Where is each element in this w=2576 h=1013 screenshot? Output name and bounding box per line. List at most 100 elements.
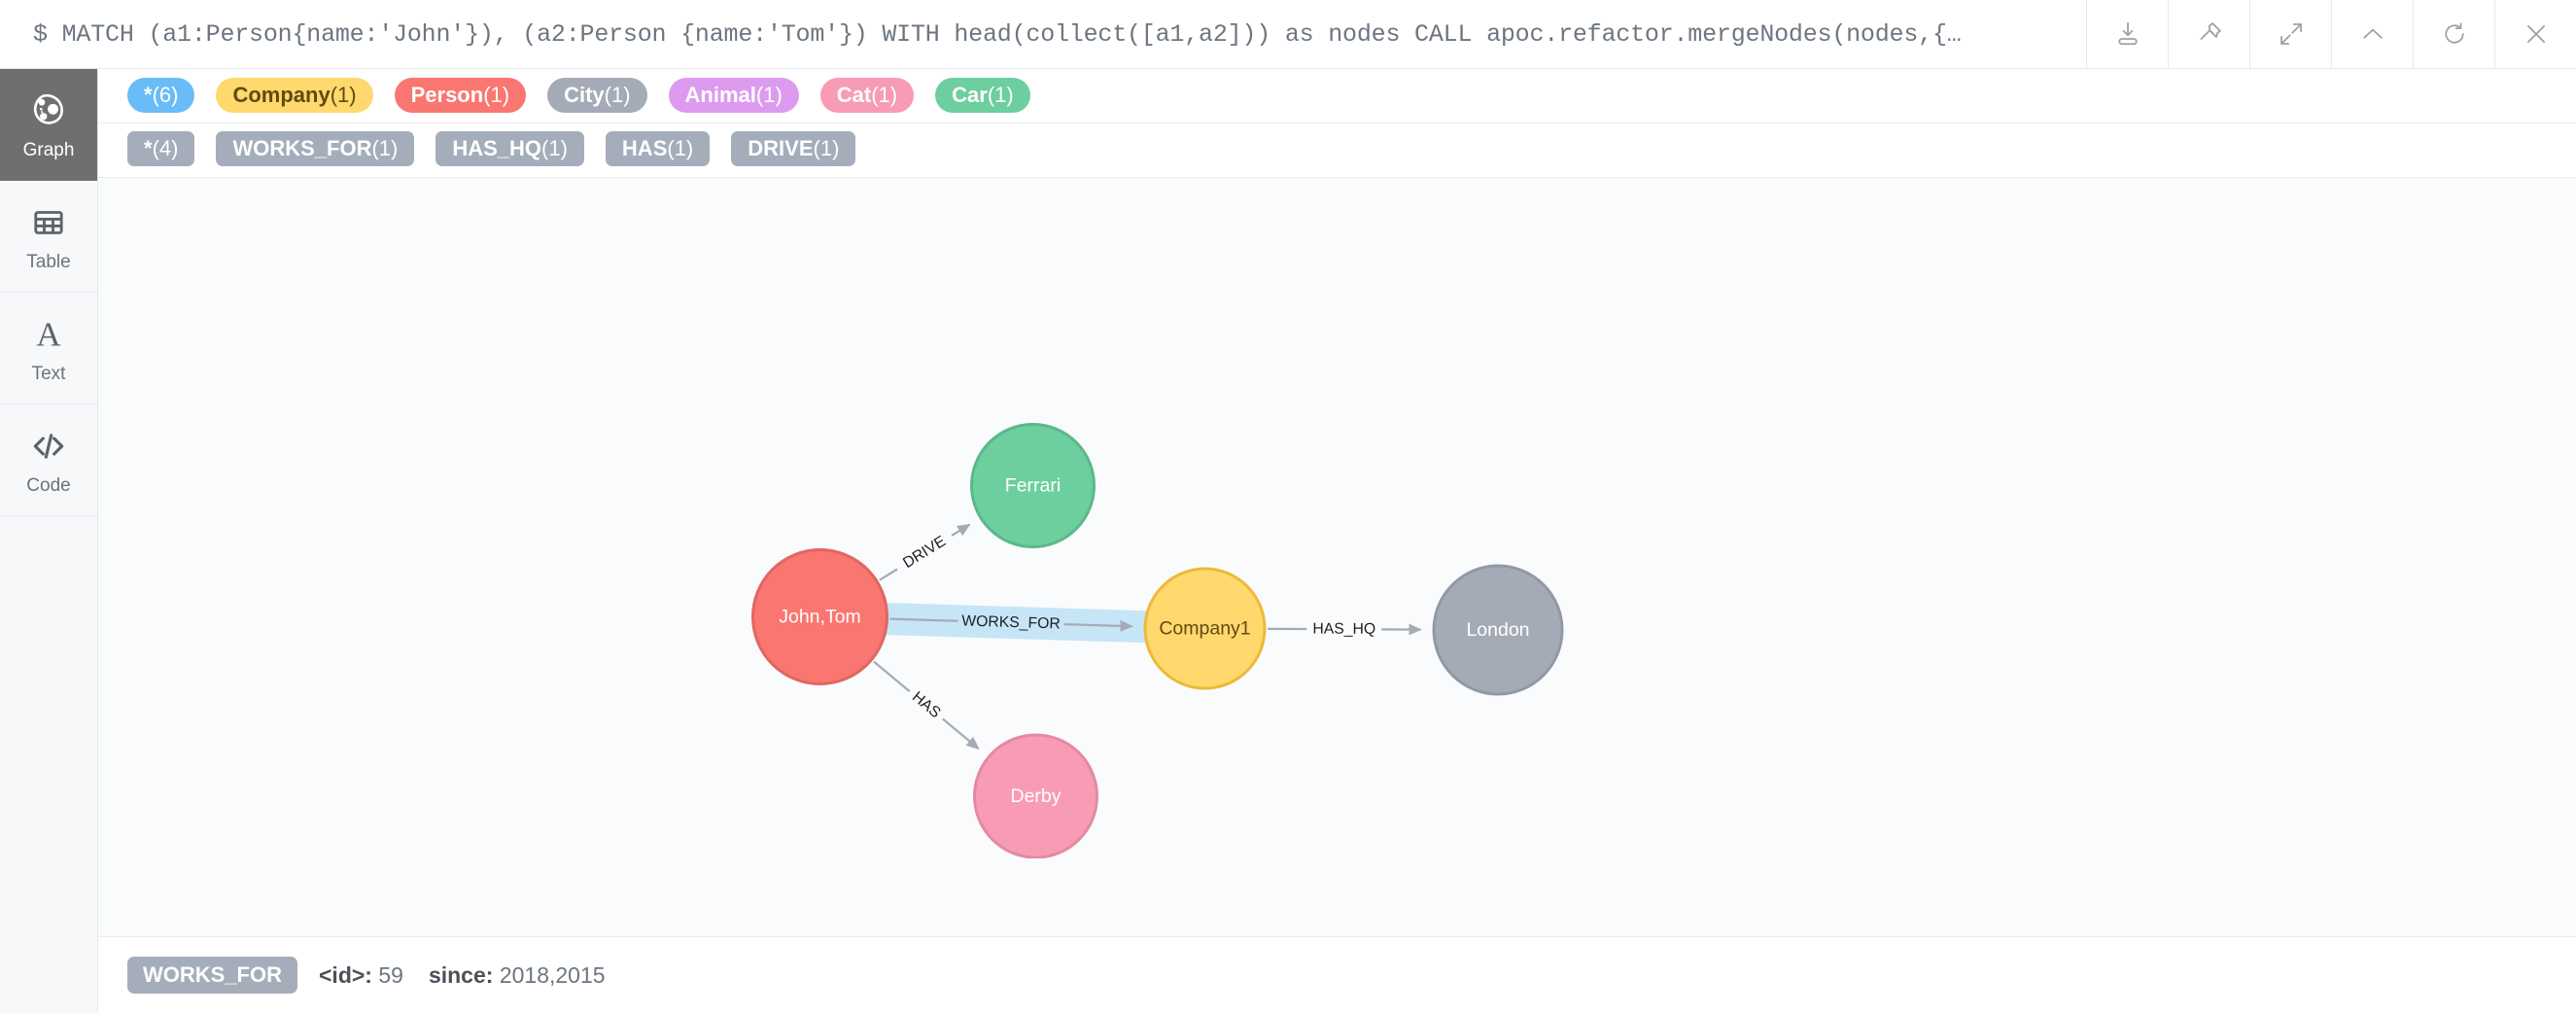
relationship-line[interactable] [942, 717, 980, 750]
graph-node[interactable]: London [1432, 564, 1564, 696]
query-bar: $ MATCH (a1:Person{name:'John'}), (a2:Pe… [0, 0, 2576, 69]
node-label-chip-name: Person [410, 83, 484, 107]
graph-node-caption: Derby [1010, 786, 1061, 807]
inspector-status-bar: WORKS_FOR <id>: 59 since: 2018,2015 [98, 936, 2576, 1013]
chevron-up-icon[interactable] [2331, 0, 2413, 68]
graph-node-circle[interactable] [1432, 564, 1564, 696]
node-label-chip-name: City [564, 83, 605, 107]
sidebar-item-code[interactable]: Code [0, 404, 97, 516]
node-label-legend: *(6)Company(1)Person(1)City(1)Animal(1)C… [98, 69, 2576, 123]
download-icon[interactable] [2086, 0, 2168, 68]
node-label-chip-count: (1) [987, 83, 1014, 107]
node-label-chip-name: Animal [684, 83, 756, 107]
relationship-type-legend: *(4)WORKS_FOR(1)HAS_HQ(1)HAS(1)DRIVE(1) [98, 123, 2576, 178]
query-prompt: $ [33, 19, 48, 49]
relationship-type-chip[interactable]: WORKS_FOR(1) [216, 131, 415, 166]
relationship-type-chip[interactable]: HAS(1) [605, 131, 711, 166]
node-label-chip[interactable]: Cat(1) [819, 78, 915, 113]
relationship-type-chip[interactable]: *(4) [127, 131, 195, 166]
node-label-chip[interactable]: Animal(1) [668, 78, 799, 113]
graph-visualization[interactable]: DRIVE WORKS_FOR HAS HAS_HQ John,Tom FerrariC… [98, 178, 2576, 858]
relationship-type-chip-count: (1) [813, 136, 840, 160]
graph-node[interactable]: Company1 [1143, 567, 1267, 690]
query-toolbar [2086, 0, 2576, 68]
relationship-label: DRIVE [900, 533, 949, 572]
relationship-line[interactable] [879, 568, 898, 581]
status-property-key: since: [428, 961, 494, 988]
status-property-value: 59 [371, 961, 403, 988]
node-label-chip[interactable]: City(1) [547, 78, 647, 113]
graph-node-circle[interactable] [1143, 567, 1267, 690]
graph-node[interactable]: Ferrari [970, 423, 1096, 548]
relationship-line[interactable] [873, 660, 911, 692]
relationship-type-chip-name: DRIVE [748, 136, 814, 160]
graph-panel: *(6)Company(1)Person(1)City(1)Animal(1)C… [98, 69, 2576, 1013]
node-label-chip-count: (1) [604, 83, 631, 107]
sidebar-item-table[interactable]: Table [0, 181, 97, 293]
relationship-type-chip-count: (1) [371, 136, 399, 160]
relationship-line[interactable] [889, 617, 958, 622]
node-label-chip-count: (1) [483, 83, 510, 107]
node-label-chip[interactable]: Person(1) [394, 78, 527, 113]
relationship-label: WORKS_FOR [961, 612, 1061, 632]
relationship-type-chip-name: HAS_HQ [452, 136, 542, 160]
sidebar-filler [0, 516, 97, 1013]
sidebar-item-label: Graph [22, 140, 75, 160]
text-icon: A [29, 313, 68, 356]
graph-node-circle[interactable] [973, 733, 1098, 858]
node-label-chip-name: Company [232, 83, 331, 107]
graph-icon [28, 89, 69, 132]
node-label-chip-count: (1) [330, 83, 357, 107]
node-label-chip[interactable]: Car(1) [935, 78, 1030, 113]
node-label-chip-count: (6) [152, 83, 179, 107]
node-label-chip-name: * [144, 83, 153, 107]
sidebar-item-text[interactable]: A Text [0, 293, 97, 404]
graph-node-caption: John,Tom [779, 607, 861, 628]
relationship-type-chip-count: (1) [667, 136, 694, 160]
relationship-type-chip[interactable]: HAS_HQ(1) [435, 131, 584, 166]
result-body: Graph Table A Text [0, 69, 2576, 1013]
graph-node-circle[interactable] [970, 423, 1096, 548]
node-label-chip[interactable]: Company(1) [216, 78, 373, 113]
relationship-line[interactable] [1063, 619, 1133, 632]
close-icon[interactable] [2494, 0, 2576, 68]
status-property-key: <id>: [319, 961, 372, 988]
graph-node[interactable]: John,Tom [751, 548, 888, 685]
relationship-type-chip-count: (4) [152, 136, 179, 160]
status-badge: WORKS_FOR [127, 957, 297, 994]
node-label-chip-count: (1) [871, 83, 898, 107]
query-text[interactable]: $ MATCH (a1:Person{name:'John'}), (a2:Pe… [0, 0, 2086, 68]
status-property: since: 2018,2015 [429, 962, 606, 989]
pin-icon[interactable] [2168, 0, 2249, 68]
relationship-label: HAS_HQ [1312, 621, 1375, 638]
graph-node-caption: Company1 [1159, 618, 1250, 640]
relationship-line[interactable] [951, 523, 971, 537]
graph-node[interactable]: Derby [973, 733, 1098, 858]
expand-icon[interactable] [2249, 0, 2331, 68]
node-label-chip[interactable]: *(6) [127, 78, 195, 113]
sidebar-item-graph[interactable]: Graph [0, 69, 97, 181]
status-properties: <id>: 59 since: 2018,2015 [319, 962, 606, 989]
relationship-type-chip-name: WORKS_FOR [232, 136, 372, 160]
query-string: MATCH (a1:Person{name:'John'}), (a2:Pers… [61, 19, 1962, 49]
node-label-chip-count: (1) [755, 83, 783, 107]
relationship-label: HAS [909, 688, 944, 721]
node-label-chip-name: Car [952, 83, 988, 107]
relationship-type-chip[interactable]: DRIVE(1) [731, 131, 856, 166]
relationship-type-chip-name: HAS [621, 136, 668, 160]
sidebar-item-label: Table [26, 252, 71, 272]
sidebar-item-label: Code [26, 475, 71, 496]
status-property: <id>: 59 [319, 962, 403, 989]
status-property-value: 2018,2015 [493, 961, 606, 988]
refresh-icon[interactable] [2413, 0, 2494, 68]
graph-node-caption: Ferrari [1005, 475, 1061, 497]
relationship-type-chip-count: (1) [541, 136, 568, 160]
view-sidebar: Graph Table A Text [0, 69, 98, 1013]
graph-node-circle[interactable] [751, 548, 888, 685]
node-label-chip-name: Cat [836, 83, 872, 107]
table-icon [31, 201, 66, 244]
code-icon [29, 425, 68, 468]
graph-node-caption: London [1466, 619, 1529, 641]
